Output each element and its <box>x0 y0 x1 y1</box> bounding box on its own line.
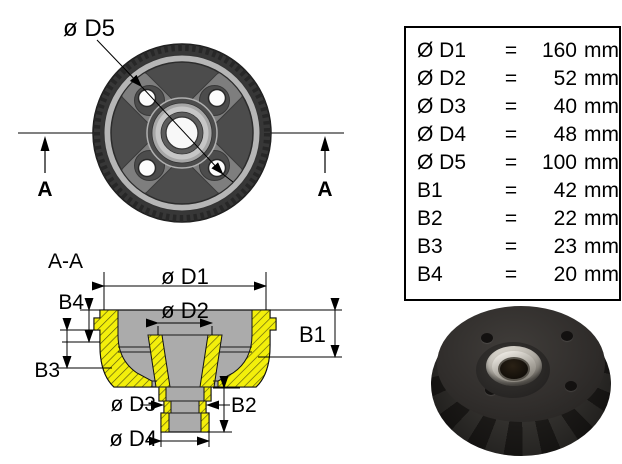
equals-sign: = <box>504 263 518 286</box>
table-row-b4: B4 = 20 mm <box>406 261 619 289</box>
dimensions-table: Ø D1 = 160 mm Ø D2 = 52 mm Ø D3 = 40 mm … <box>404 26 621 301</box>
dim-value: 100 <box>541 151 577 174</box>
dim-name: Ø D4 <box>417 123 467 146</box>
equals-sign: = <box>504 95 518 118</box>
dim-value: 52 <box>553 67 577 90</box>
section-arrow-right: A <box>317 136 333 201</box>
dim-name: B4 <box>417 263 443 286</box>
dim-value: 20 <box>553 263 577 286</box>
dim-unit: mm <box>584 39 619 62</box>
photo-bolt-hole <box>565 381 577 391</box>
dim-value: 40 <box>553 95 577 118</box>
table-row-d5: Ø D5 = 100 mm <box>406 149 619 177</box>
equals-sign: = <box>504 151 518 174</box>
dim-unit: mm <box>584 67 619 90</box>
dim-unit: mm <box>584 263 619 286</box>
equals-sign: = <box>504 123 518 146</box>
dim-value: 42 <box>553 179 577 202</box>
dim-value: 22 <box>553 207 577 230</box>
photo-bolt-hole <box>561 331 573 341</box>
dim-value: 48 <box>553 123 577 146</box>
photo-hub-bore <box>498 357 530 381</box>
dim-b4-label: B4 <box>58 291 84 314</box>
equals-sign: = <box>504 67 518 90</box>
equals-sign: = <box>504 207 518 230</box>
dim-value: 160 <box>541 39 577 62</box>
hub-bore <box>165 116 199 150</box>
dim-b3-label: B3 <box>34 359 60 382</box>
dim-unit: mm <box>584 95 619 118</box>
dim-unit: mm <box>584 179 619 202</box>
dim-name: Ø D3 <box>417 95 467 118</box>
table-row-d3: Ø D3 = 40 mm <box>406 93 619 121</box>
bolt-hole <box>137 158 157 178</box>
section-view: A-A ø D1 ø D2 B4 B3 B1 B2 ø D3 ø D4 <box>34 250 342 451</box>
brake-drum-photo <box>423 300 620 464</box>
dim-b2-label: B2 <box>231 394 257 417</box>
dim-b1-label: B1 <box>299 322 326 347</box>
bolt-hole <box>207 88 227 108</box>
dim-name: B2 <box>417 207 443 230</box>
table-row-d2: Ø D2 = 52 mm <box>406 65 619 93</box>
d5-label: ø D5 <box>63 15 115 42</box>
equals-sign: = <box>504 179 518 202</box>
photo-bolt-hole <box>481 333 493 343</box>
dim-name: B1 <box>417 179 443 202</box>
dim-unit: mm <box>584 151 619 174</box>
dim-unit: mm <box>584 123 619 146</box>
bolt-hole <box>137 88 157 108</box>
d5-leader-line <box>96 39 234 183</box>
drum-rim-teeth <box>93 44 271 222</box>
dim-d3-label: ø D3 <box>110 393 156 416</box>
table-row-b2: B2 = 22 mm <box>406 205 619 233</box>
table-row-d4: Ø D4 = 48 mm <box>406 121 619 149</box>
dim-name: Ø D5 <box>417 151 467 174</box>
table-row-b1: B1 = 42 mm <box>406 177 619 205</box>
table-row-b3: B3 = 23 mm <box>406 233 619 261</box>
equals-sign: = <box>504 39 518 62</box>
dim-d2-label: ø D2 <box>161 298 209 323</box>
section-letter-left: A <box>37 178 52 201</box>
section-title: A-A <box>48 250 83 273</box>
hub <box>146 97 218 169</box>
dim-unit: mm <box>584 235 619 258</box>
dim-d1-label: ø D1 <box>161 264 209 289</box>
dim-name: B3 <box>417 235 443 258</box>
front-view: ø D5 A A <box>18 15 344 223</box>
section-letter-right: A <box>317 178 332 201</box>
dim-name: Ø D2 <box>417 67 467 90</box>
dim-unit: mm <box>584 207 619 230</box>
dim-name: Ø D1 <box>417 39 467 62</box>
section-detail-lines <box>118 334 252 414</box>
equals-sign: = <box>504 235 518 258</box>
dim-value: 23 <box>553 235 577 258</box>
dim-d4-label: ø D4 <box>109 426 157 451</box>
section-arrow-left: A <box>37 136 53 201</box>
table-row-d1: Ø D1 = 160 mm <box>406 37 619 65</box>
section-dimensions <box>58 272 342 447</box>
